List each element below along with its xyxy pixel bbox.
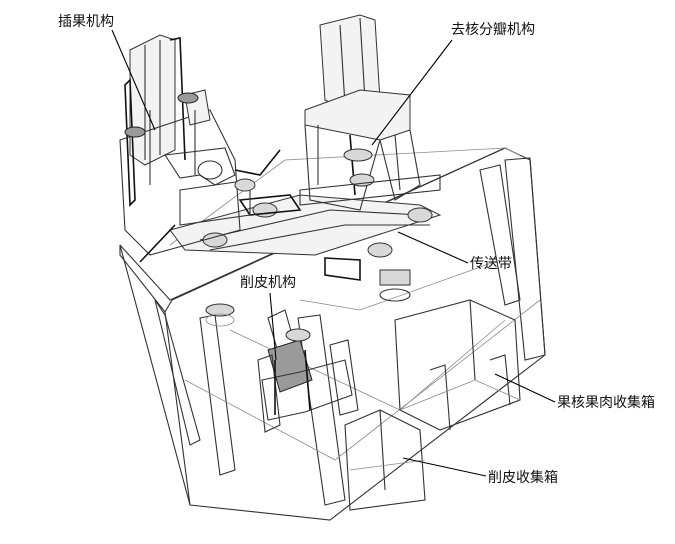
label-peeling-mechanism: 削皮机构 [240, 275, 296, 291]
label-peel-collection-box: 削皮收集箱 [488, 470, 558, 486]
peel-collection-box [344, 409, 426, 511]
core-flesh-collection-box [394, 299, 521, 431]
label-core-flesh-collection-box: 果核果肉收集箱 [557, 395, 655, 411]
leader-peel-box [402, 457, 487, 477]
label-conveyor-belt: 传送带 [470, 256, 512, 272]
label-core-split-mechanism: 去核分瓣机构 [451, 22, 535, 38]
leader-peeling [269, 292, 277, 361]
conveyor-belt [169, 194, 442, 302]
peeling-mechanism [205, 303, 359, 433]
leader-conveyor [397, 231, 469, 264]
leader-insert-fruit [111, 29, 156, 131]
label-insert-fruit-mechanism: 插果机构 [58, 14, 114, 30]
fruit-insertion-mechanism [119, 34, 281, 263]
leader-core-split [371, 39, 453, 146]
core-split-mechanism [299, 14, 441, 211]
leader-lines [111, 29, 556, 477]
leader-core-flesh-box [494, 373, 556, 403]
